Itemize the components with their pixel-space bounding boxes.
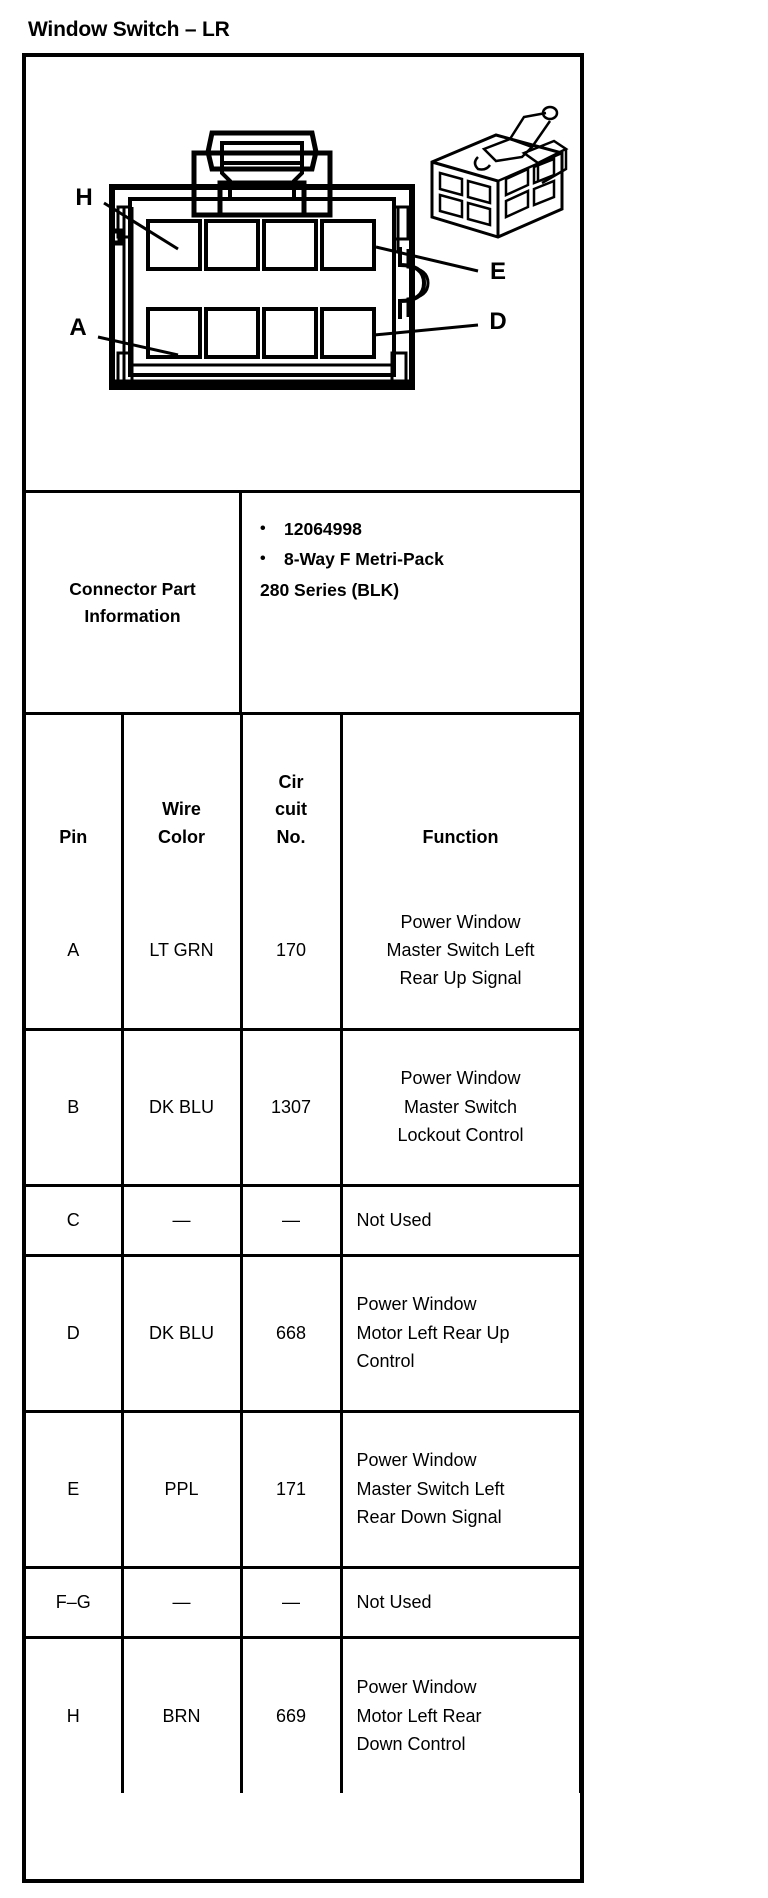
bullet-icon: •: [260, 520, 266, 537]
cell-wire-color: DK BLU: [120, 1255, 243, 1413]
column-header-function: Function: [339, 715, 582, 873]
column-header-pin: Pin: [26, 715, 124, 873]
cell-wire-color: —: [120, 1185, 243, 1257]
column-header-circuit-no: Cir cuit No.: [239, 715, 343, 873]
cell-circuit-no: —: [239, 1567, 343, 1639]
connector-series: 280 Series (BLK): [260, 579, 400, 600]
connector-part-information-label: Connector Part Information: [26, 493, 242, 712]
pin-assignment-table: Pin Wire Color Cir cuit No. Function: [26, 715, 582, 1793]
cell-wire-color: BRN: [120, 1637, 243, 1793]
table-row: C——Not Used: [26, 1185, 582, 1257]
cell-wire-color: LT GRN: [120, 873, 243, 1031]
cell-pin: A: [26, 873, 124, 1031]
callout-e: E: [490, 258, 506, 285]
bullet-icon: •: [260, 550, 266, 568]
cell-circuit-no: —: [239, 1185, 343, 1257]
connector-info-bullet: • 12064998: [260, 515, 570, 543]
cell-circuit-no: 171: [239, 1411, 343, 1569]
table-row: F–G——Not Used: [26, 1567, 582, 1639]
cell-circuit-no: 1307: [239, 1029, 343, 1187]
cell-circuit-no: 668: [239, 1255, 343, 1413]
connector-part-information-row: Connector Part Information • 12064998 • …: [26, 493, 580, 715]
table-header-row: Pin Wire Color Cir cuit No. Function: [26, 715, 582, 873]
cell-wire-color: —: [120, 1567, 243, 1639]
connector-part-information-values: • 12064998 • 8-Way F Metri-Pack 280 Seri…: [242, 493, 580, 712]
cell-pin: C: [26, 1185, 124, 1257]
connector-front-view-icon: H E A D: [69, 105, 569, 390]
callout-h: H: [75, 184, 92, 211]
connector-diagram-cell: H E A D: [26, 57, 580, 493]
content-frame: H E A D: [22, 53, 584, 1883]
connector-type: 8-Way F Metri-Pack: [284, 549, 444, 570]
cell-pin: B: [26, 1029, 124, 1187]
connector-isometric-view-icon: [430, 105, 569, 239]
column-header-wire-color: Wire Color: [120, 715, 243, 873]
cell-function: Not Used: [339, 1567, 582, 1639]
cell-circuit-no: 669: [239, 1637, 343, 1793]
callout-a: A: [69, 314, 86, 341]
cell-wire-color: DK BLU: [120, 1029, 243, 1187]
callout-d: D: [489, 308, 506, 335]
cell-pin: E: [26, 1411, 124, 1569]
page-title: Window Switch – LR: [28, 18, 230, 41]
cell-pin: F–G: [26, 1567, 124, 1639]
connector-part-number: 12064998: [284, 519, 362, 539]
cell-wire-color: PPL: [120, 1411, 243, 1569]
cell-circuit-no: 170: [239, 873, 343, 1031]
cell-pin: D: [26, 1255, 124, 1413]
cell-pin: H: [26, 1637, 124, 1793]
cell-function: Not Used: [339, 1185, 582, 1257]
connector-info-bullet: • 8-Way F Metri-Pack: [260, 545, 570, 573]
